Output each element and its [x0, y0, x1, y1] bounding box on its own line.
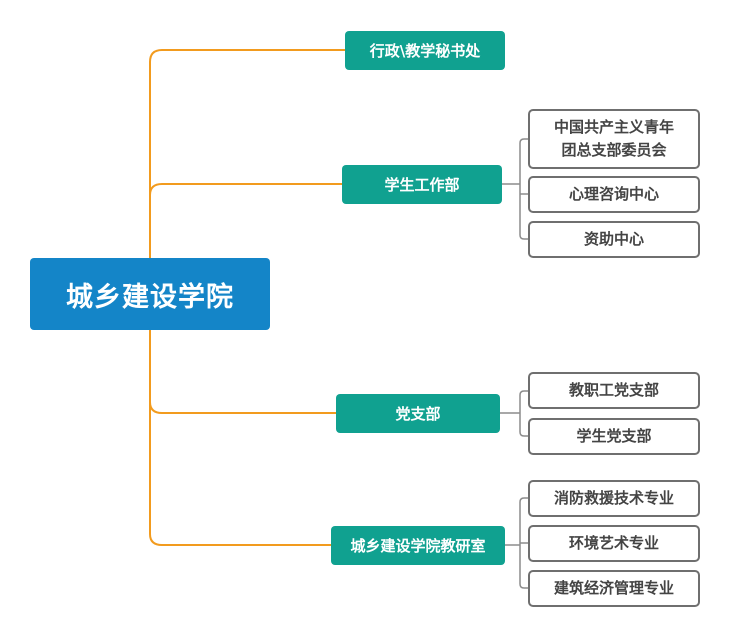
trunk-connector [149, 49, 345, 258]
trunk-connector [149, 330, 336, 414]
trunk-connector [149, 183, 342, 196]
leaf-youth-league: 中国共产主义青年 团总支部委员会 [528, 109, 700, 169]
branch-student-affairs: 学生工作部 [342, 165, 502, 204]
leaf-counseling-center: 心理咨询中心 [528, 176, 700, 213]
leaf-connector [519, 390, 528, 437]
leaf-fire-rescue-major: 消防救援技术专业 [528, 480, 700, 517]
leaf-faculty-party-branch: 教职工党支部 [528, 372, 700, 409]
branch-party-branch: 党支部 [336, 394, 500, 433]
branch-teaching-office: 城乡建设学院教研室 [331, 526, 505, 565]
branch-admin-office: 行政\教学秘书处 [345, 31, 505, 70]
leaf-environmental-art-major: 环境艺术专业 [528, 525, 700, 562]
leaf-connector [519, 138, 528, 240]
leaf-construction-economics-major: 建筑经济管理专业 [528, 570, 700, 607]
leaf-financial-aid-center: 资助中心 [528, 221, 700, 258]
leaf-youth-league-line2: 团总支部委员会 [561, 141, 667, 159]
trunk-connector [149, 402, 331, 546]
leaf-student-party-branch: 学生党支部 [528, 418, 700, 455]
root-node: 城乡建设学院 [30, 258, 270, 330]
leaf-youth-league-line1: 中国共产主义青年 [553, 118, 674, 136]
